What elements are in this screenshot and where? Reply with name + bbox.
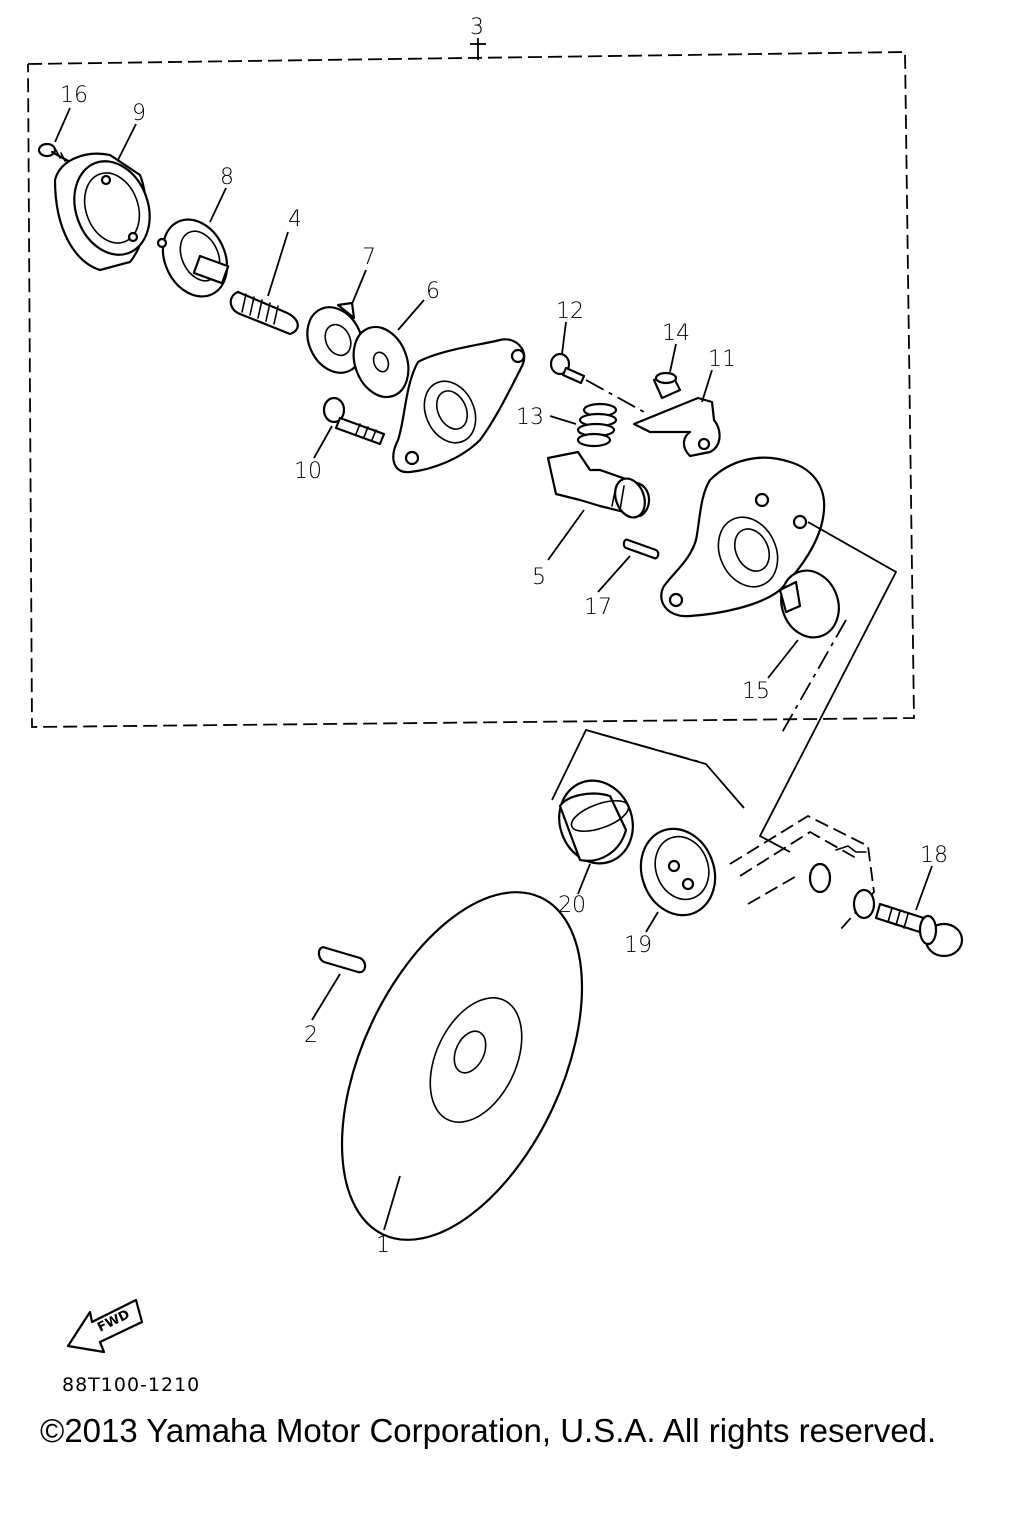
callout-3: 3 xyxy=(470,15,484,40)
part-12-bolt xyxy=(549,321,586,385)
part-9-cover xyxy=(53,123,151,272)
part-13-spring xyxy=(549,402,618,448)
part-17-pin xyxy=(597,538,660,593)
fwd-arrow-icon: FWD xyxy=(66,1298,144,1354)
diagram-code: 88T100-1210 xyxy=(62,1374,201,1396)
part-19-oil-seal xyxy=(639,827,717,933)
part-5-shaft xyxy=(546,450,651,561)
callout-14: 14 xyxy=(662,321,690,346)
part-1-pulley xyxy=(340,891,584,1241)
assembly-boundary xyxy=(27,51,915,728)
callout-15: 15 xyxy=(742,679,770,704)
copyright-notice: ©2013 Yamaha Motor Corporation, U.S.A. A… xyxy=(40,1412,937,1449)
callout-6: 6 xyxy=(426,279,440,304)
callout-4: 4 xyxy=(288,207,302,232)
callout-11: 11 xyxy=(708,347,736,372)
callout-10: 10 xyxy=(294,459,322,484)
callouts: 1 2 3 4 5 6 7 8 9 10 11 12 13 14 15 16 1… xyxy=(60,15,948,1258)
part-18-bolt xyxy=(874,865,964,958)
part-4-worm xyxy=(229,231,299,336)
crankcase-fragment xyxy=(729,814,876,931)
callout-18: 18 xyxy=(920,843,948,868)
part-6-washer xyxy=(352,299,425,399)
part-2-key xyxy=(311,946,367,1021)
part-15-plug xyxy=(767,569,840,679)
callout-17: 17 xyxy=(584,595,612,620)
callout-9: 9 xyxy=(132,101,146,126)
part-8-bearing xyxy=(156,187,230,298)
callout-12: 12 xyxy=(556,299,584,324)
callout-5: 5 xyxy=(532,565,546,590)
connector-lines xyxy=(551,521,898,853)
pump-housing xyxy=(392,338,526,474)
part-16-bolt xyxy=(37,107,72,164)
callout-16: 16 xyxy=(60,83,88,108)
callout-7: 7 xyxy=(362,245,376,270)
part-14-cap xyxy=(652,343,682,400)
callout-19: 19 xyxy=(624,933,652,958)
pump-body xyxy=(660,456,826,618)
part-7-gear-plate xyxy=(306,269,367,374)
part-10-bolt xyxy=(313,396,386,459)
callout-8: 8 xyxy=(220,165,234,190)
part-20-seal xyxy=(558,779,634,895)
part-11-lever xyxy=(585,369,721,458)
callout-20: 20 xyxy=(558,893,586,918)
callout-1: 1 xyxy=(376,1233,390,1258)
callout-13: 13 xyxy=(516,405,544,430)
callout-2: 2 xyxy=(304,1023,318,1048)
